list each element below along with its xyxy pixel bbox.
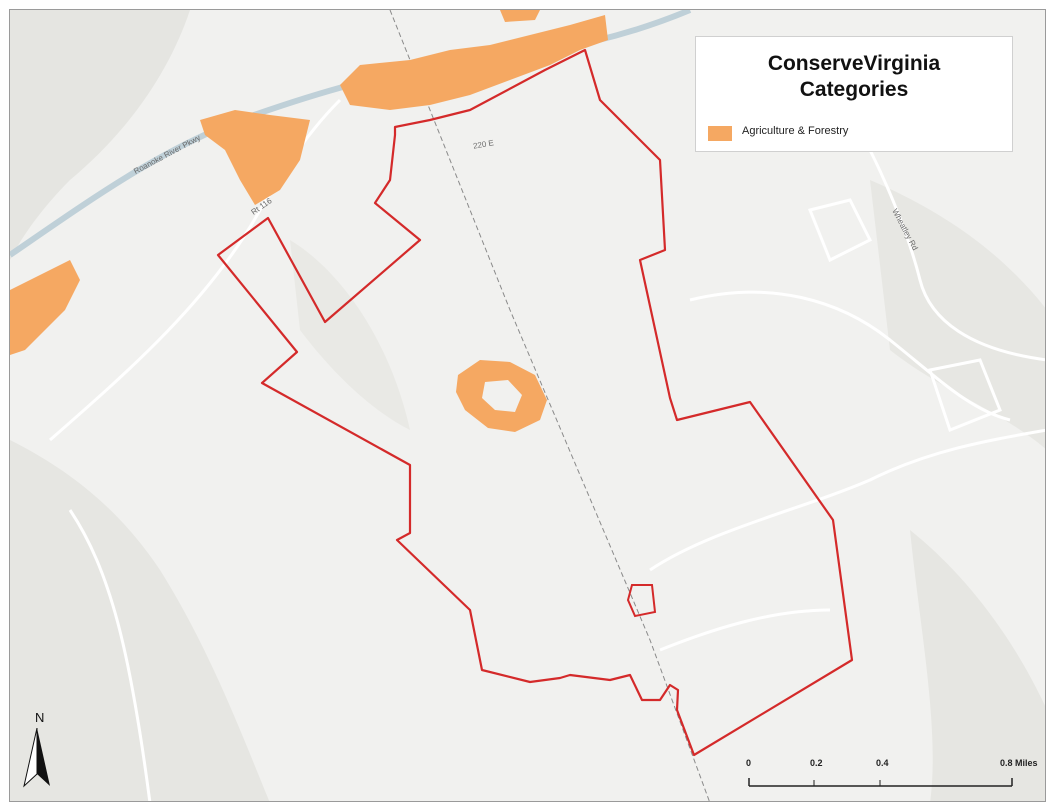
north-letter: N	[35, 710, 45, 725]
road	[659, 608, 831, 652]
legend-title: ConserveVirginia Categories	[696, 51, 1012, 103]
legend-swatch-agriculture-forestry	[708, 126, 732, 141]
category-patch-center	[456, 360, 547, 432]
category-patch-west	[10, 260, 80, 355]
road	[689, 290, 1011, 422]
scale-tick-label: 0.4	[876, 758, 889, 768]
north-arrow-icon	[23, 728, 50, 788]
site-boundary-parcel	[626, 584, 657, 618]
scale-bar-graphic	[748, 778, 1013, 787]
scale-tick-label: 0	[746, 758, 752, 768]
ridge-shading	[910, 530, 1045, 801]
ridge-shading	[10, 440, 270, 801]
north-arrow: N	[22, 710, 52, 788]
road	[649, 428, 1045, 572]
site-boundary	[216, 48, 854, 757]
ridge-shading	[10, 10, 190, 260]
legend-title-line-1: ConserveVirginia	[767, 52, 941, 75]
legend-entry-agriculture-forestry: Agriculture & Forestry	[742, 125, 849, 137]
road-network	[49, 98, 1045, 801]
legend-title-line-2: Categories	[799, 78, 909, 101]
ridge-shading	[290, 240, 410, 430]
agriculture-forestry-areas	[10, 10, 608, 432]
road	[49, 98, 342, 442]
ridge-shading	[870, 180, 1045, 449]
category-patch-river	[200, 110, 310, 205]
scale-tick-label: 0.2	[810, 758, 823, 768]
road	[868, 149, 1045, 362]
road	[68, 509, 152, 801]
category-patch-north	[340, 15, 608, 110]
highway-line	[389, 10, 710, 801]
hillshade-layer	[10, 10, 1045, 801]
scale-tick-label: 0.8 Miles	[1000, 758, 1038, 768]
road	[928, 358, 1002, 432]
map-canvas[interactable]	[10, 10, 1046, 802]
category-patch-north-top	[500, 10, 540, 22]
map-frame[interactable]: Roanoke River Pkwy 220 E Rt 116 Wheatley…	[9, 9, 1046, 802]
map-legend: ConserveVirginia Categories Agriculture …	[695, 36, 1013, 152]
road	[807, 198, 873, 263]
scale-bar: 0 0.2 0.4 0.8 Miles	[746, 756, 1045, 796]
